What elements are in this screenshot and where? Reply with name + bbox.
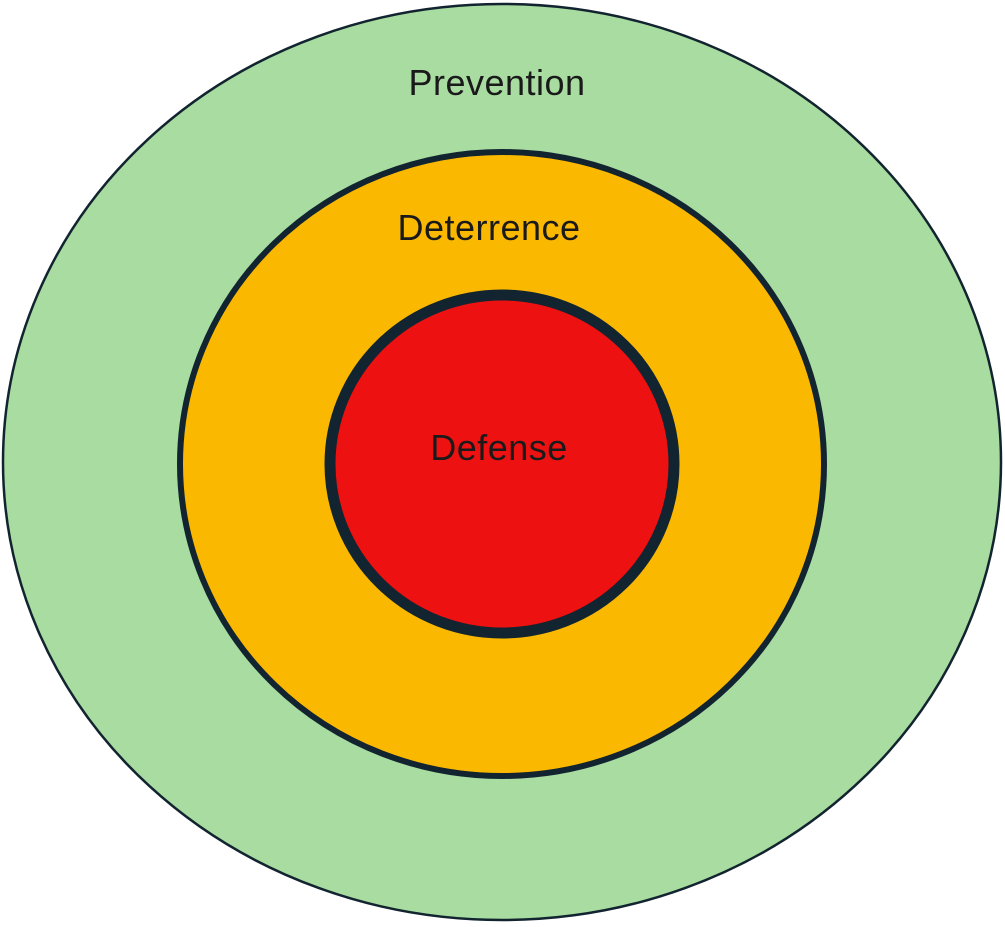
defense-label: Defense [430,427,568,468]
prevention-label: Prevention [408,62,585,103]
deterrence-label: Deterrence [397,207,580,248]
defense-circle [324,289,680,639]
